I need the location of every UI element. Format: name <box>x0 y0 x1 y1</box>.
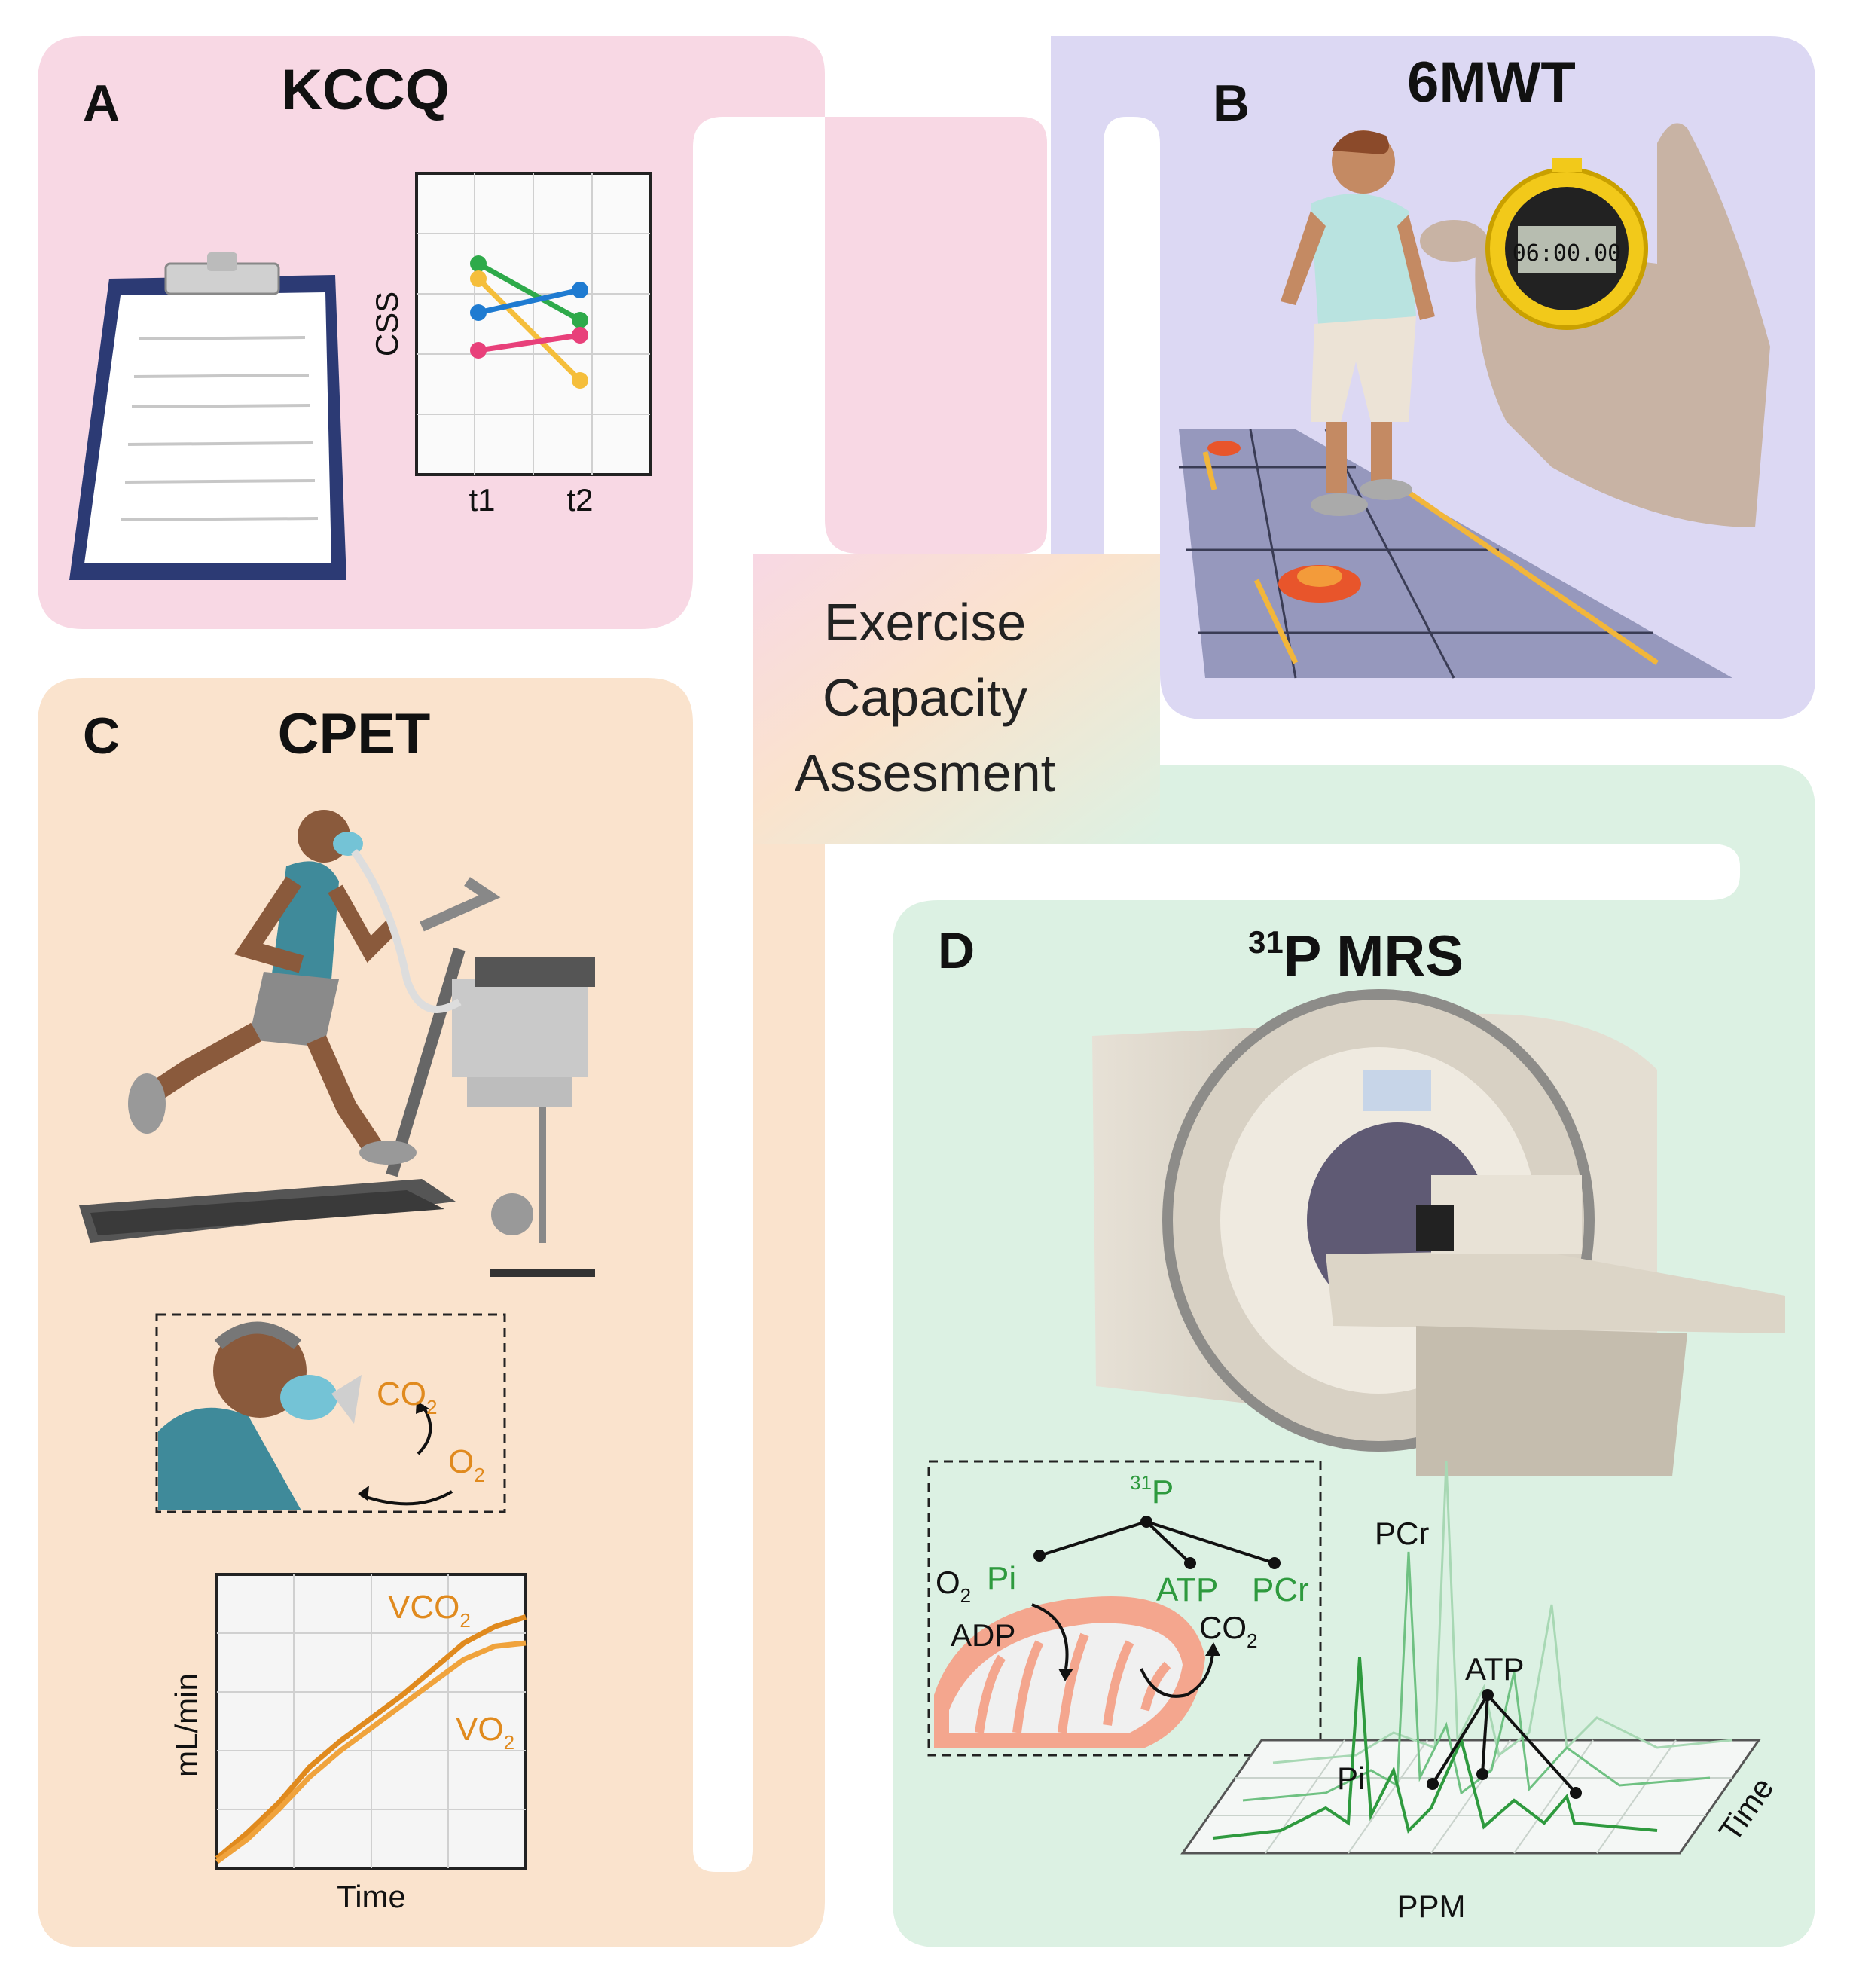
kccq-series-line-3 <box>478 332 581 353</box>
kccq-point-2-1 <box>572 282 588 298</box>
arrow-co2-out <box>1140 1653 1214 1698</box>
co2-label: CO2 <box>377 1376 437 1418</box>
panel-c-title: CPET <box>278 702 431 766</box>
kccq-point-1-0 <box>470 270 487 287</box>
kccq-point-3-0 <box>470 342 487 359</box>
kccq-point-2-0 <box>470 304 487 321</box>
panel-d-title: 31P MRS <box>1248 924 1464 988</box>
center-title-line3: Assesment <box>795 744 1055 802</box>
kccq-series-line-0 <box>477 261 582 323</box>
cpet-series-line-1 <box>215 1640 527 1864</box>
center-title-line2: Capacity <box>823 668 1027 727</box>
kccq-series-line-2 <box>478 287 581 316</box>
center-connector <box>753 554 1160 844</box>
phosphorus-tree <box>1039 1520 1275 1565</box>
cpet-series-line-0 <box>215 1614 527 1861</box>
mrs-spectrum-stack: PCr ATP Pi PPM Time <box>1180 1461 1781 1924</box>
co2-output-label: CO2 <box>1199 1610 1257 1652</box>
mri-scanner <box>1092 989 1785 1476</box>
kccq-chart: CSS t1 t2 <box>369 172 652 518</box>
cpet-xlabel: Time <box>337 1879 406 1914</box>
panel-b-title: 6MWT <box>1407 50 1576 115</box>
kccq-point-0-0 <box>470 255 487 272</box>
spectrum-xlabel: PPM <box>1397 1889 1465 1924</box>
panel-a-title: KCCQ <box>281 58 450 122</box>
panel-b-letter: B <box>1213 75 1250 132</box>
kccq-point-3-1 <box>572 327 588 344</box>
arrow-adp-in <box>1031 1603 1069 1669</box>
atp-label: ATP <box>1156 1571 1218 1608</box>
kccq-point-1-1 <box>572 372 588 389</box>
panel-d-letter: D <box>938 922 975 979</box>
vco2-label: VCO2 <box>388 1589 471 1632</box>
kccq-xtick-t1: t1 <box>469 482 495 518</box>
stopwatch-display <box>1518 226 1616 273</box>
vo2-label: VO2 <box>456 1711 514 1754</box>
pcr-label: PCr <box>1252 1571 1309 1608</box>
kccq-ylabel: CSS <box>369 292 404 356</box>
arrow-in <box>361 1490 453 1506</box>
o2-label: O2 <box>448 1443 485 1486</box>
face-mask <box>280 1375 337 1420</box>
kccq-point-0-1 <box>572 312 588 328</box>
cpet-inset-person <box>158 1321 362 1510</box>
clipboard-illustration <box>69 252 346 580</box>
cpet-chart: mL/min Time VCO2 VO2 <box>169 1573 527 1914</box>
hand-with-stopwatch: 06:00.00 <box>1420 123 1770 528</box>
spectrum-pi-label: Pi <box>1337 1760 1365 1796</box>
o2-input-label: O2 <box>936 1565 971 1607</box>
spectrum-front <box>1212 1657 1658 1840</box>
adp-label: ADP <box>951 1617 1015 1653</box>
center-title-line1: Exercise <box>824 593 1026 652</box>
cpet-ylabel: mL/min <box>169 1673 204 1777</box>
kccq-xtick-t2: t2 <box>566 482 593 518</box>
pi-label: Pi <box>987 1560 1016 1597</box>
walking-track <box>1179 429 1732 679</box>
spectrum-pcr-label: PCr <box>1375 1516 1429 1551</box>
treadmill-runner <box>79 810 595 1277</box>
panel-a-letter: A <box>83 75 120 132</box>
p31-label: 31P <box>1130 1471 1174 1510</box>
kccq-series-line-1 <box>476 276 582 383</box>
cone-far <box>1207 441 1241 456</box>
cpet-inset-frame <box>155 1313 506 1513</box>
mrs-inset-frame <box>927 1460 1322 1757</box>
stopwatch-reading: 06:00.00 <box>1513 240 1622 267</box>
spectrum-atp-label: ATP <box>1465 1651 1525 1687</box>
walking-woman <box>1281 130 1435 516</box>
panel-c-letter: C <box>83 707 120 765</box>
